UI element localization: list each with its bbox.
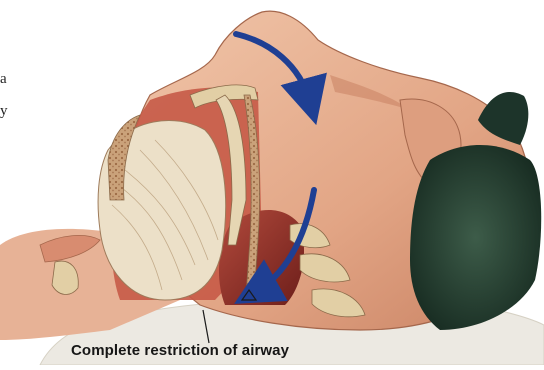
hair [410, 145, 541, 330]
left-text-fragment-y: y [0, 104, 8, 119]
figure-caption: Complete restriction of airway [71, 342, 289, 359]
left-text-fragment-a: a [0, 72, 7, 87]
